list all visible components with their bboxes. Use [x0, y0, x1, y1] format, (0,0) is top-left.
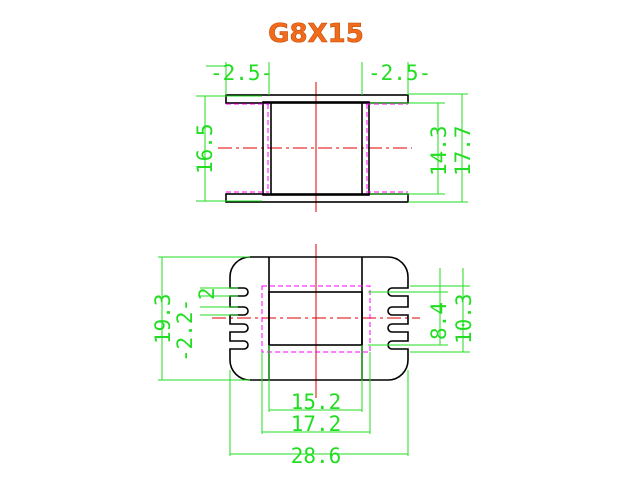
side-bottom-flange — [225, 193, 409, 203]
top-view: 19.3 2 -2.2- 8.4 10.3 15.2 17.2 28.6 — [151, 244, 476, 468]
dim-window-outer-height: 10.3 — [452, 293, 476, 344]
dim-window-height: 8.4 — [427, 302, 451, 340]
side-top-flange — [225, 94, 409, 104]
dim-flange-left: -2.5- — [210, 61, 273, 85]
dim-slot-width: -2.2- — [173, 299, 197, 362]
drawing-title: G8X15 — [268, 19, 364, 49]
top-window — [268, 291, 363, 346]
side-view: -2.5- -2.5- 16.5 14.3 17.7 — [193, 61, 475, 212]
dim-body-height: 19.3 — [151, 293, 175, 344]
dim-overall-width: 28.6 — [291, 444, 342, 468]
dim-flange-right: -2.5- — [368, 61, 431, 85]
dim-slot-pitch: 2 — [195, 287, 219, 300]
top-hidden-outline — [261, 285, 371, 353]
dim-inner-height: 14.3 — [427, 125, 451, 176]
dim-overall-height: 16.5 — [193, 123, 217, 174]
dim-outer-width: 17.2 — [291, 412, 342, 436]
dim-flange-height: 17.7 — [451, 125, 475, 176]
dim-inner-width: 15.2 — [291, 390, 342, 414]
side-core-body — [262, 101, 370, 196]
